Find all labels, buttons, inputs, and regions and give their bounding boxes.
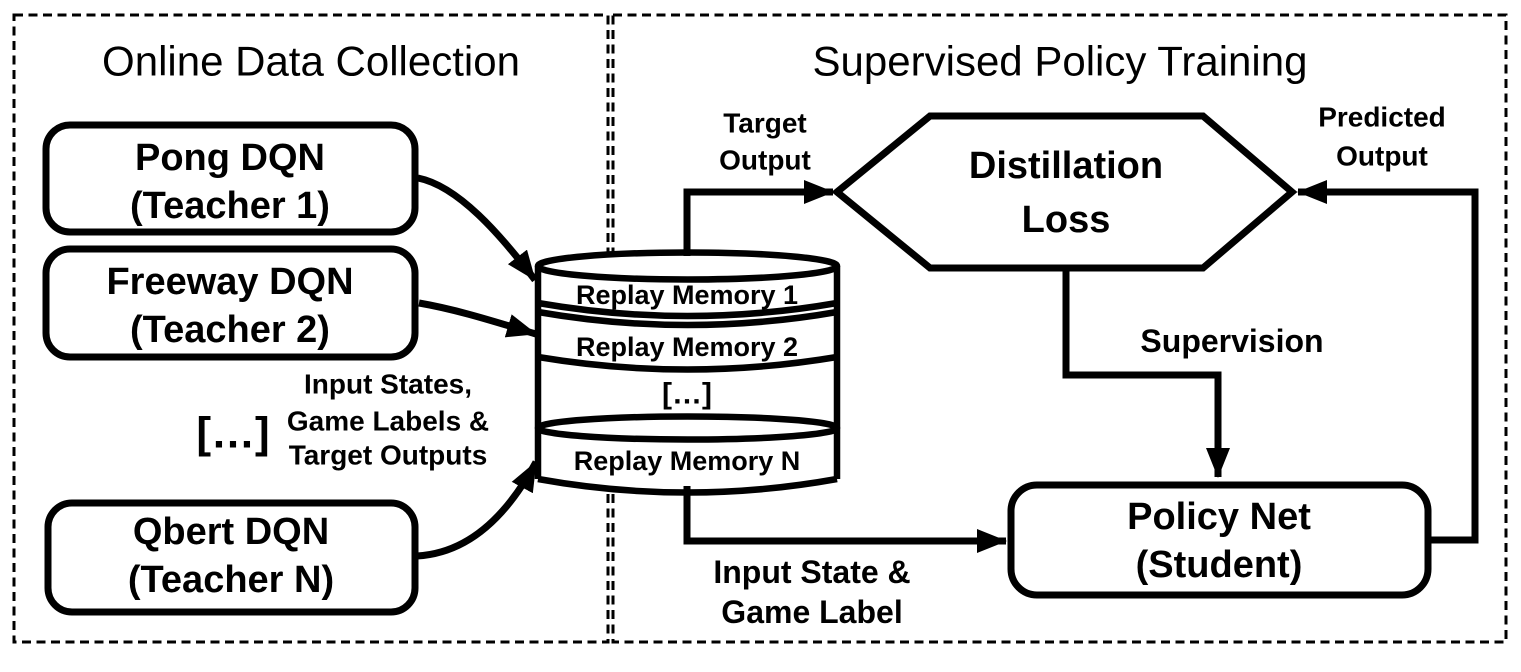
- input-state-label: Input State & Game Label: [713, 554, 910, 630]
- teacher-box-freeway: Freeway DQN (Teacher 2): [42, 245, 419, 361]
- replay-memory-row-1: Replay Memory 1: [576, 280, 798, 310]
- input-state-line1: Input State &: [713, 554, 910, 590]
- loss-node-line2: Loss: [1022, 199, 1111, 241]
- predicted-output-label: Predicted Output: [1318, 102, 1446, 172]
- predicted-output-line1: Predicted: [1318, 102, 1446, 133]
- collection-annotation-line3: Target Outputs: [289, 440, 488, 471]
- replay-memory-row-n: Replay Memory N: [574, 446, 801, 476]
- replay-memory-cylinder: Replay Memory 1 Replay Memory 2 […] Repl…: [534, 249, 841, 496]
- target-output-label: Target Output: [719, 108, 811, 176]
- arrow-target-output: [683, 180, 834, 256]
- right-panel-title: Supervised Policy Training: [813, 38, 1308, 85]
- cylinder-divider-1a: [537, 299, 838, 320]
- input-state-line2: Game Label: [721, 594, 902, 630]
- arrow-qbert-to-replay: [416, 460, 540, 560]
- teacher-qbert-line1: Qbert DQN: [133, 511, 329, 553]
- teachers-ellipsis: […]: [196, 409, 269, 458]
- policy-net-line2: (Student): [1136, 544, 1303, 586]
- replay-memory-row-2: Replay Memory 2: [576, 332, 798, 362]
- policy-net-line1: Policy Net: [1127, 496, 1311, 538]
- arrow-predicted-output: [1297, 180, 1479, 544]
- left-panel-title: Online Data Collection: [102, 38, 520, 85]
- replay-memory-row-ellipsis: […]: [662, 378, 712, 411]
- cylinder-divider-3-ellipse: [534, 413, 841, 443]
- supervision-label: Supervision: [1140, 323, 1323, 359]
- teacher-box-qbert: Qbert DQN (Teacher N): [44, 499, 419, 616]
- policy-net-box: Policy Net (Student): [1007, 481, 1432, 599]
- target-output-line1: Target: [723, 108, 807, 139]
- teacher-qbert-line2: (Teacher N): [128, 559, 334, 601]
- distillation-loss-node: Distillation Loss: [831, 112, 1298, 272]
- arrow-freeway-to-replay: [418, 299, 537, 338]
- cylinder-divider-2: [537, 353, 838, 373]
- teacher-freeway-line1: Freeway DQN: [106, 261, 353, 303]
- arrow-supervision: [1062, 266, 1230, 478]
- loss-node-line1: Distillation: [969, 145, 1163, 187]
- predicted-output-line2: Output: [1336, 141, 1428, 172]
- collection-annotation-line1: Input States,: [304, 369, 472, 400]
- collection-annotation: Input States, Game Labels & Target Outpu…: [287, 369, 489, 471]
- teacher-pong-line2: (Teacher 1): [130, 185, 330, 227]
- arrow-input-state: [683, 486, 1007, 553]
- teacher-pong-line1: Pong DQN: [135, 137, 325, 179]
- target-output-line2: Output: [719, 145, 811, 176]
- collection-annotation-line2: Game Labels &: [287, 406, 489, 437]
- teacher-box-pong: Pong DQN (Teacher 1): [42, 121, 419, 236]
- arrow-pong-to-replay: [417, 174, 538, 283]
- cylinder-divider-1b: [537, 308, 838, 329]
- teacher-freeway-line2: (Teacher 2): [130, 309, 330, 351]
